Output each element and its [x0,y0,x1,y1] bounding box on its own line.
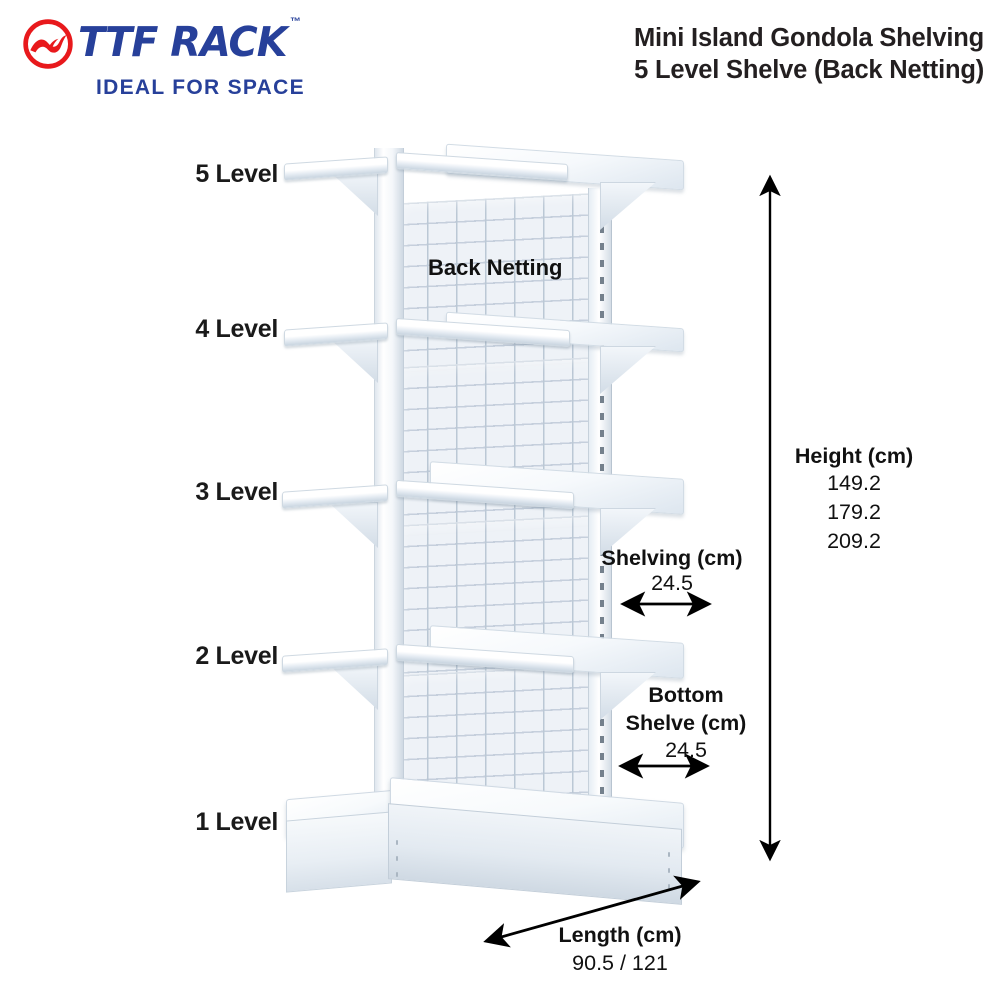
ttf-rack-circular-wave-logo-icon [23,19,73,69]
length-callout: Length (cm) 90.5 / 121 [520,922,720,978]
base-left-side-face [286,811,392,893]
back-netting-panel-upper-mid [398,356,598,538]
bottom-shelve-callout: Bottom Shelve (cm) 24.5 [620,682,752,765]
base-rivet [396,856,398,861]
bottom-shelve-title-line-1: Bottom [648,683,724,707]
level-label-4: 4 Level [195,315,278,343]
shelving-callout-title: Shelving (cm) [601,546,743,570]
shelving-callout: Shelving (cm) 24.5 [596,546,748,596]
base-rivet [668,868,670,873]
bracket-level-2-left [328,664,378,710]
logo-wordmark: TTF RACK [78,18,288,66]
gondola-shelving-illustration [270,140,730,940]
page-title: Mini Island Gondola Shelving 5 Level She… [634,22,984,86]
level-label-3: 3 Level [195,478,278,506]
brand-logo: TTF RACK ™ IDEAL FOR SPACE [22,10,342,106]
shelving-callout-value: 24.5 [651,571,693,595]
length-callout-title: Length (cm) [558,923,682,947]
height-callout-title: Height (cm) [794,444,914,468]
height-value-3: 209.2 [827,528,881,553]
base-rivet [668,884,670,889]
level-label-5: 5 Level [195,160,278,188]
title-line-1: Mini Island Gondola Shelving [633,24,984,52]
base-rivet [396,872,398,877]
bracket-level-3-left [328,502,378,548]
base-rivet [668,852,670,857]
page-header: TTF RACK ™ IDEAL FOR SPACE Mini Island G… [0,0,1000,118]
level-label-2: 2 Level [195,642,278,670]
height-callout: Height (cm) 149.2 179.2 209.2 [786,444,922,555]
length-callout-value: 90.5 / 121 [572,950,668,975]
back-netting-callout-label: Back Netting [428,255,563,280]
bracket-level-4-left [328,337,378,383]
height-value-1: 149.2 [827,471,881,495]
base-rivet [396,840,398,845]
level-label-1: 1 Level [195,808,278,836]
height-value-2: 179.2 [827,499,881,524]
trademark-symbol: ™ [290,16,301,28]
back-netting-panel-top [398,192,598,384]
title-line-2: 5 Level Shelve (Back Netting) [634,56,984,85]
bottom-shelve-value: 24.5 [665,738,707,763]
logo-tagline: IDEAL FOR SPACE [96,76,305,99]
bottom-shelve-title-line-2: Shelve (cm) [625,710,747,735]
